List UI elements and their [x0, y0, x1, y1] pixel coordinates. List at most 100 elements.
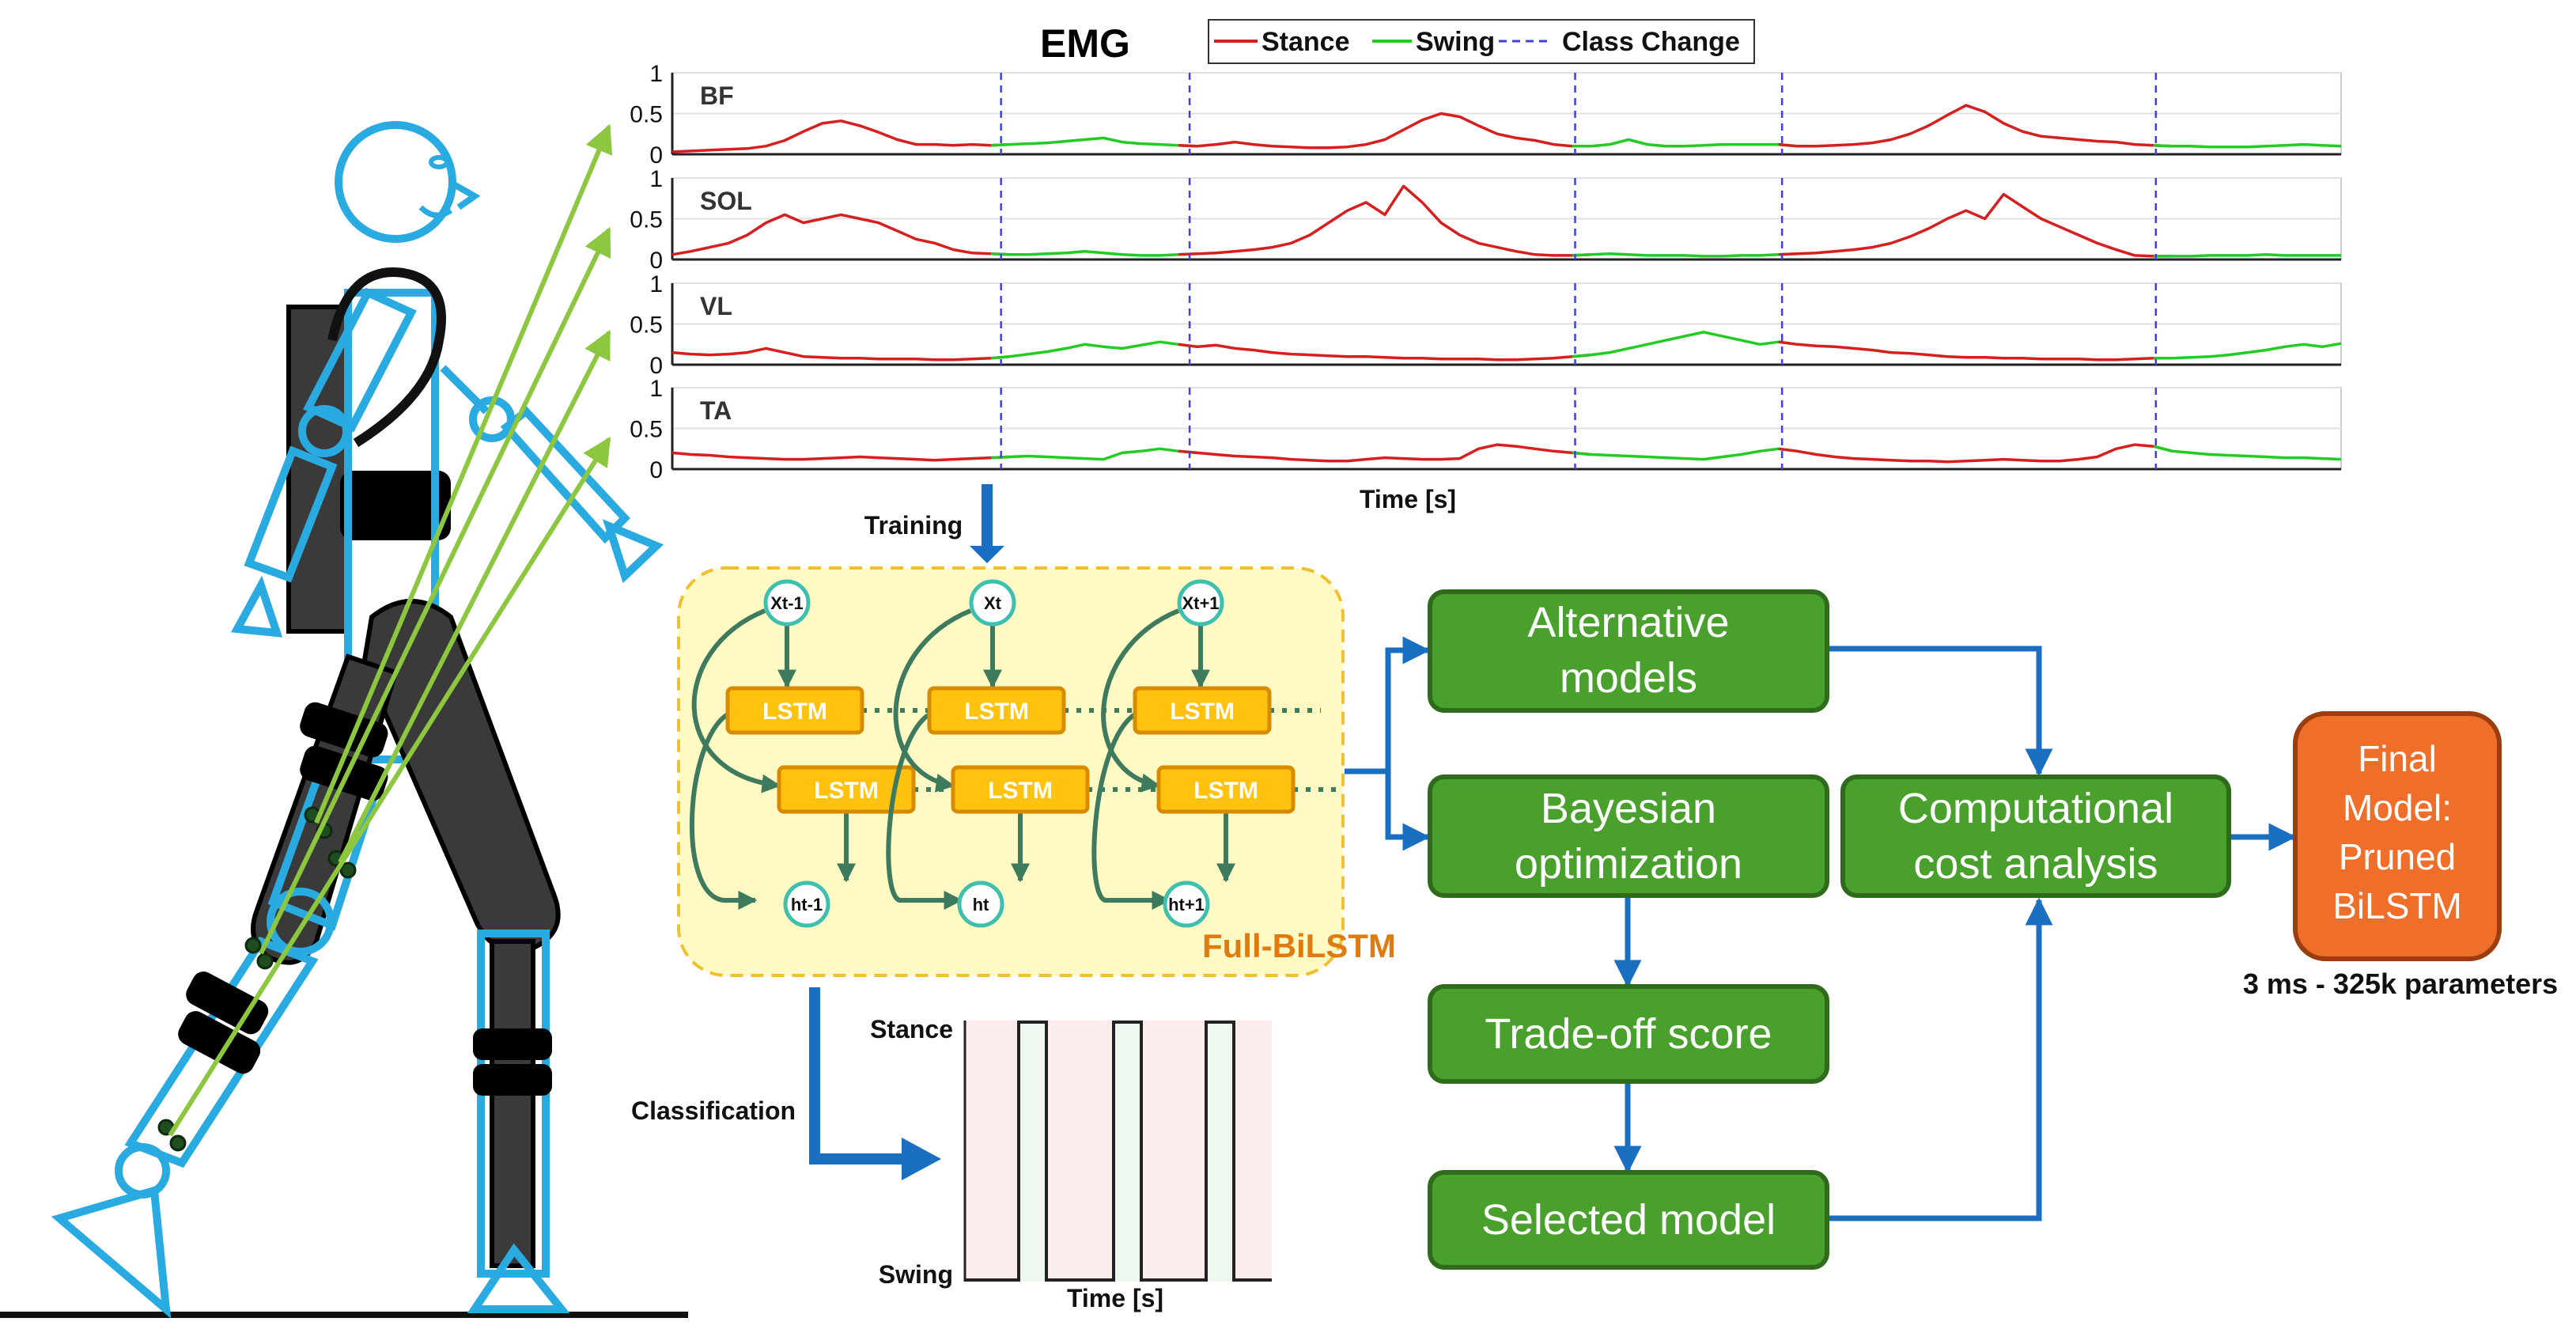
- emg-muscle-label: VL: [700, 292, 732, 320]
- emg-title: EMG: [1040, 21, 1130, 66]
- elbow-left: [298, 405, 350, 457]
- gait-swing-phase-3: [1206, 1021, 1234, 1282]
- emg-series-bf-swing: [990, 136, 1197, 148]
- gait-xlabel: Time [s]: [1067, 1284, 1163, 1312]
- bilstm-output-label: ht: [973, 895, 989, 915]
- emg-series-ta-swing: [990, 447, 1197, 461]
- eye: [429, 155, 449, 169]
- emg-series-bf-swing: [2153, 142, 2342, 149]
- bilstm-units: LSTMLSTMXt-1ht-1LSTMLSTMXthtLSTMLSTMXt+1…: [689, 579, 1296, 928]
- emg-muscle-label: BF: [700, 81, 734, 110]
- emg-xlabel: Time [s]: [1360, 485, 1456, 513]
- emg-series-sol-stance: [1178, 184, 1591, 257]
- exo-knee-strap-2: [473, 1064, 552, 1096]
- legend-label-swing: Swing: [1416, 27, 1495, 57]
- emg-series-bf-stance: [1778, 104, 2173, 148]
- emg-series-bf-swing: [1572, 138, 1798, 148]
- training-arrow: [970, 484, 1004, 563]
- emg-ytick-label: 0: [649, 457, 663, 483]
- emg-series-vl-swing: [1572, 331, 1798, 358]
- lstm-backward-label: LSTM: [814, 778, 879, 804]
- emg-series-sol-stance: [671, 213, 1010, 256]
- legend-label-class-change: Class Change: [1562, 27, 1740, 57]
- legend-label-stance: Stance: [1262, 27, 1350, 57]
- emg-ytick-label: 0.5: [630, 312, 663, 339]
- arrow-selected-to-cost: [1829, 897, 2053, 1221]
- final-model-line-1: Final: [2358, 738, 2437, 779]
- bilstm-output-label: ht-1: [791, 895, 823, 915]
- hand-left: [231, 575, 283, 638]
- bilstm-skip-arrow: [691, 608, 781, 793]
- final-model-line-3: Pruned: [2339, 836, 2456, 877]
- hand-right: [602, 519, 664, 584]
- legend-box: [1208, 19, 1755, 64]
- lstm-forward-cell: [1133, 686, 1272, 735]
- exo-shank-back: [490, 939, 535, 1268]
- exo-thigh-strap-2: [300, 745, 388, 801]
- exo-knee-strap-1: [473, 1028, 552, 1060]
- exo-waist-belt: [340, 471, 451, 540]
- forearm-segment-right: [500, 406, 630, 544]
- emg-ytick-label: 1: [649, 271, 663, 297]
- sensor-link-sol: [259, 226, 611, 955]
- shoulder-strap: [327, 267, 446, 448]
- lstm-backward-cell: [951, 765, 1090, 814]
- flow-connectors: [1613, 646, 2297, 1221]
- box-cost-line-2: cost analysis: [1913, 840, 2158, 888]
- sensor-link-ta: [168, 436, 611, 1137]
- nose: [451, 180, 481, 210]
- shank-back: [477, 930, 550, 1278]
- bilstm-input-node: [1177, 579, 1224, 627]
- bilstm-skip-arrow: [893, 608, 972, 793]
- box-alternative-models-line-1: Alternative: [1527, 599, 1729, 646]
- final-model-line-4: BiLSTM: [2332, 885, 2462, 926]
- lstm-forward-cell: [725, 686, 864, 735]
- final-model-caption: 3 ms - 325k parameters: [2243, 968, 2558, 1000]
- bilstm-forward-to-output-arrow: [1091, 712, 1171, 910]
- box-final-model: Final Model: Pruned BiLSTM: [2293, 711, 2502, 961]
- bilstm-forward-to-output-arrow: [886, 712, 963, 910]
- box-alternative-models: Alternative models: [1428, 589, 1829, 713]
- emg-series-ta-stance: [1178, 443, 1591, 463]
- training-label: Training: [864, 511, 963, 540]
- bilstm-skip-arrow: [1101, 608, 1180, 793]
- box-bayesian-line-2: optimization: [1515, 840, 1742, 888]
- forward-dotted-connectors: [862, 708, 1337, 792]
- emg-series-bf-stance: [1178, 112, 1591, 150]
- emg-series-ta-stance: [671, 451, 1010, 462]
- emg-ytick-label: 1: [649, 61, 663, 87]
- exo-thigh-back: [361, 599, 561, 953]
- classification-arrow: [809, 987, 941, 1180]
- emg-chart: EMG Stance Swing Class Change 10.50BF10.…: [630, 19, 2342, 513]
- gait-ylabel-bottom: Swing: [879, 1260, 953, 1289]
- mouth: [418, 205, 453, 218]
- emg-ytick-label: 0: [649, 248, 663, 274]
- emg-series-vl-swing: [2153, 342, 2342, 360]
- bilstm-input-node: [763, 579, 811, 627]
- emg-series-sol-swing: [1572, 252, 1798, 258]
- gait-swing-phase-1: [1019, 1021, 1046, 1282]
- arrow-alt-to-cost: [1827, 646, 2053, 777]
- bilstm-input-label: Xt-1: [770, 593, 804, 613]
- emg-electrodes: [157, 806, 357, 1152]
- gait-ylabel-top: Stance: [870, 1015, 953, 1043]
- box-computational-cost: Computational cost analysis: [1840, 774, 2231, 898]
- emg-series-ta-stance: [1778, 443, 2173, 464]
- exoskeleton-figure: [0, 121, 688, 1319]
- classification-label: Classification: [631, 1096, 796, 1125]
- lstm-forward-label: LSTM: [964, 699, 1029, 725]
- lstm-forward-cell: [927, 686, 1066, 735]
- emg-ytick-label: 0.5: [630, 417, 663, 443]
- bilstm-title: Full-BiLSTM: [1202, 927, 1396, 964]
- box-alternative-models-line-2: models: [1560, 654, 1697, 702]
- sensor-links: [168, 123, 613, 1137]
- bilstm-output-label: ht+1: [1168, 895, 1205, 915]
- exo-shank-strap-1: [186, 971, 269, 1035]
- box-cost-line-1: Computational: [1898, 785, 2173, 832]
